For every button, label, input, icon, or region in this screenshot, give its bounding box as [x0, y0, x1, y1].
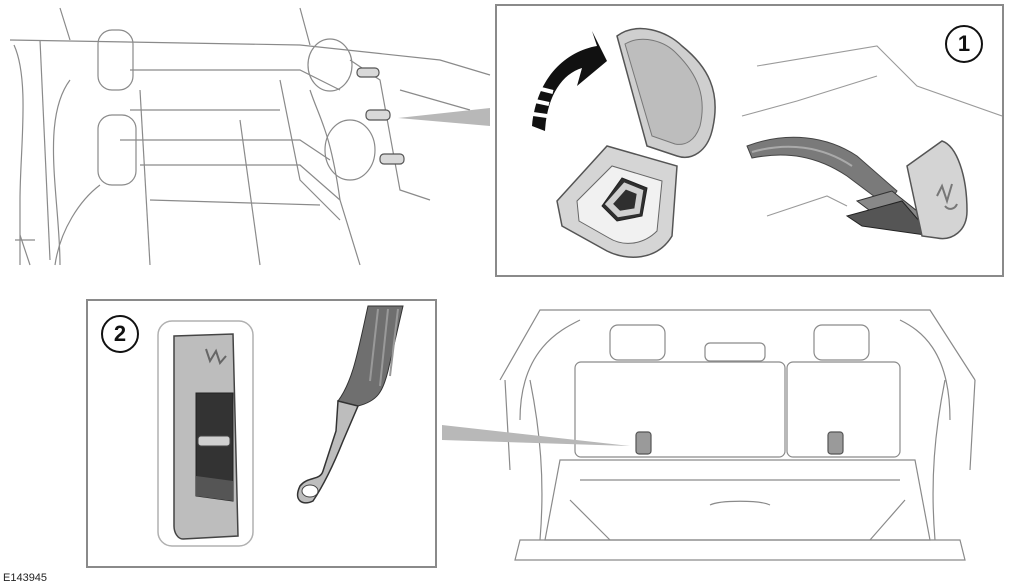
callout-number-2: 2 — [101, 315, 139, 353]
child-seat-anchor-icon-plate — [205, 348, 227, 365]
callout-number-1: 1 — [945, 25, 983, 63]
panel-2-illustration — [157, 305, 404, 547]
rear-seat-interior-illustration — [9, 7, 491, 266]
figure-reference-code: E143945 — [3, 572, 48, 584]
panel-1-illustration — [532, 27, 1002, 258]
detail-panel-2: 2 — [86, 299, 437, 568]
anchor-badge-cover — [906, 140, 968, 240]
pointer-to-panel-1 — [398, 108, 490, 126]
arrow-curved-icon — [532, 31, 607, 131]
luggage-compartment-illustration — [499, 309, 976, 561]
pointer-to-luggage-anchor — [442, 425, 630, 446]
detail-panel-1: 1 — [495, 4, 1004, 277]
tether-hook — [296, 400, 360, 504]
child-seat-anchor-icon — [936, 183, 958, 210]
